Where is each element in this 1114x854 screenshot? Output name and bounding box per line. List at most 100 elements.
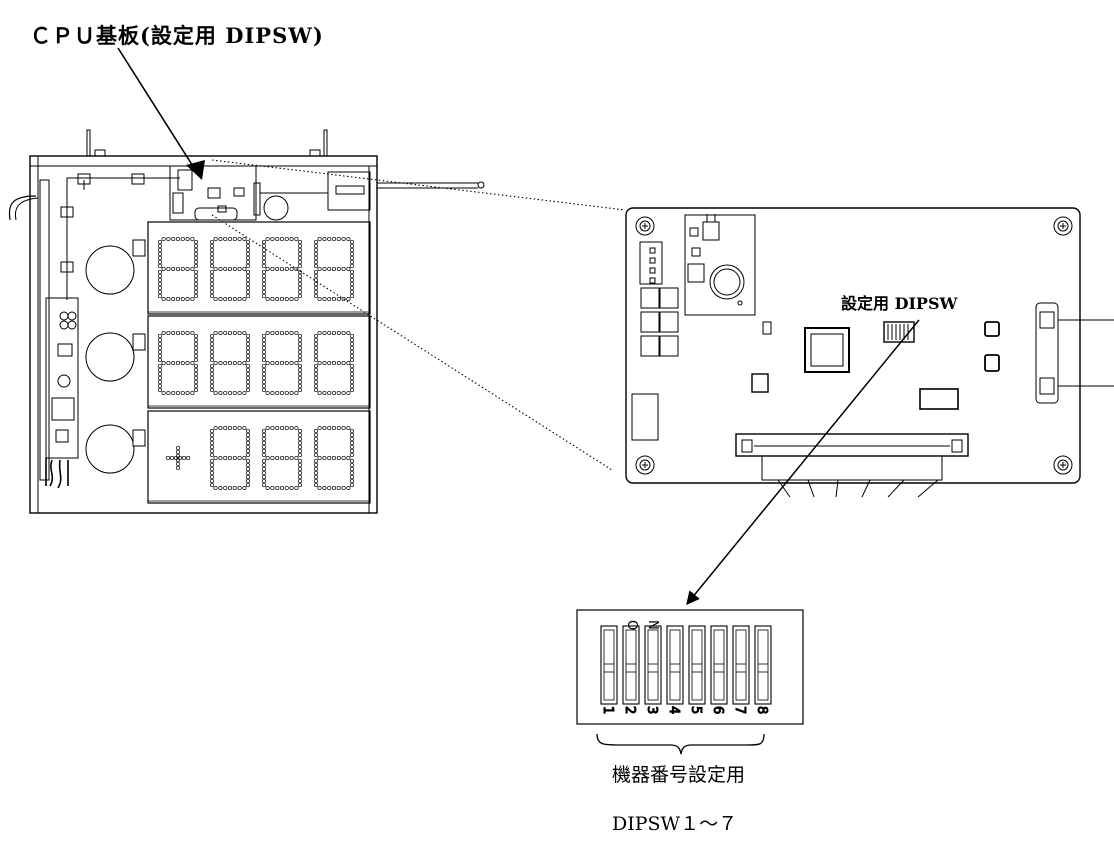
- led-dot: [193, 263, 199, 269]
- led-dot: [261, 375, 267, 381]
- led-dot: [157, 251, 163, 257]
- led-dot: [346, 236, 351, 242]
- led-dot: [349, 281, 355, 287]
- led-dot: [297, 432, 303, 438]
- led-dot: [279, 236, 285, 242]
- led-dot: [193, 375, 199, 381]
- led-dot: [237, 390, 242, 396]
- led-dot: [209, 277, 215, 283]
- led-dot: [294, 425, 299, 431]
- led-dot: [346, 330, 351, 336]
- led-dot: [349, 333, 355, 339]
- led-dot: [166, 236, 171, 242]
- led-dot: [275, 390, 280, 396]
- led-dot: [317, 296, 322, 302]
- led-dot: [275, 266, 280, 272]
- led-dot: [237, 485, 242, 491]
- led-dot: [289, 266, 294, 272]
- led-dot: [245, 281, 251, 287]
- led-dot: [327, 330, 332, 336]
- led-dot: [157, 273, 163, 279]
- led-dot: [157, 277, 163, 283]
- led-dot: [297, 363, 303, 369]
- led-dot: [313, 285, 319, 291]
- led-dot: [349, 255, 355, 261]
- led-dot: [209, 363, 215, 369]
- led-dot: [297, 470, 303, 476]
- dip-switch-position-number: 8: [754, 706, 769, 714]
- led-dot: [261, 353, 267, 359]
- dip-switch-position-number: 5: [688, 706, 703, 714]
- dip-switch-lever: 2: [622, 625, 640, 715]
- led-dot: [242, 455, 247, 461]
- led-dot: [279, 330, 285, 336]
- led-dot: [157, 357, 163, 363]
- led-dot: [270, 390, 275, 396]
- led-dot: [341, 390, 346, 396]
- led-dot: [193, 337, 199, 343]
- screw-icon: [635, 455, 655, 475]
- led-dot: [237, 360, 242, 366]
- display-digit: [209, 425, 251, 491]
- led-dot: [175, 236, 181, 242]
- led-dot: [209, 281, 215, 287]
- led-dot: [177, 455, 183, 461]
- led-dot: [209, 353, 215, 359]
- led-dot: [213, 390, 218, 396]
- led-dot: [275, 330, 280, 336]
- led-dot: [297, 440, 303, 446]
- led-dot: [209, 458, 215, 464]
- led-dot: [245, 251, 251, 257]
- led-dot: [270, 296, 275, 302]
- led-dot: [242, 425, 247, 431]
- led-dot: [209, 452, 215, 458]
- led-dot: [237, 266, 242, 272]
- led-dot: [261, 474, 267, 480]
- led-dot: [297, 436, 303, 442]
- led-dot: [294, 330, 299, 336]
- led-dot: [349, 345, 355, 351]
- led-dot: [245, 293, 251, 299]
- display-digit: [157, 236, 199, 302]
- led-dot: [313, 458, 319, 464]
- led-dot: [313, 239, 319, 245]
- led-dot: [209, 243, 215, 249]
- led-dot: [180, 236, 185, 242]
- led-dot: [232, 266, 237, 272]
- led-dot: [245, 259, 251, 265]
- led-dot: [157, 269, 163, 275]
- dip-switch-lever: 8: [754, 625, 772, 715]
- led-dot: [223, 360, 228, 366]
- led-dot: [213, 455, 218, 461]
- led-dot: [175, 449, 181, 455]
- led-dot: [322, 266, 327, 272]
- led-dot: [193, 277, 199, 283]
- dip-switch-lever: 1: [600, 625, 618, 715]
- led-dot: [245, 289, 251, 295]
- led-dot: [227, 455, 233, 461]
- led-dot: [284, 390, 289, 396]
- led-dot: [297, 277, 303, 283]
- purpose-label: 機器番号設定用: [612, 764, 746, 786]
- led-dot: [331, 455, 337, 461]
- led-dot: [245, 375, 251, 381]
- led-dot: [349, 251, 355, 257]
- led-dot: [327, 485, 332, 491]
- led-dot: [157, 281, 163, 287]
- led-dot: [313, 333, 319, 339]
- led-dot: [242, 390, 247, 396]
- led-dot: [213, 296, 218, 302]
- led-dot: [261, 289, 267, 295]
- led-dot: [313, 462, 319, 468]
- led-dot: [223, 330, 228, 336]
- led-dot: [322, 360, 327, 366]
- led-dot: [245, 466, 251, 472]
- led-dot: [297, 466, 303, 472]
- led-dot: [185, 236, 190, 242]
- led-dot: [336, 390, 341, 396]
- led-dot: [284, 425, 289, 431]
- led-dot: [341, 485, 346, 491]
- led-dot: [313, 357, 319, 363]
- led-dot: [193, 367, 199, 373]
- led-dot: [209, 273, 215, 279]
